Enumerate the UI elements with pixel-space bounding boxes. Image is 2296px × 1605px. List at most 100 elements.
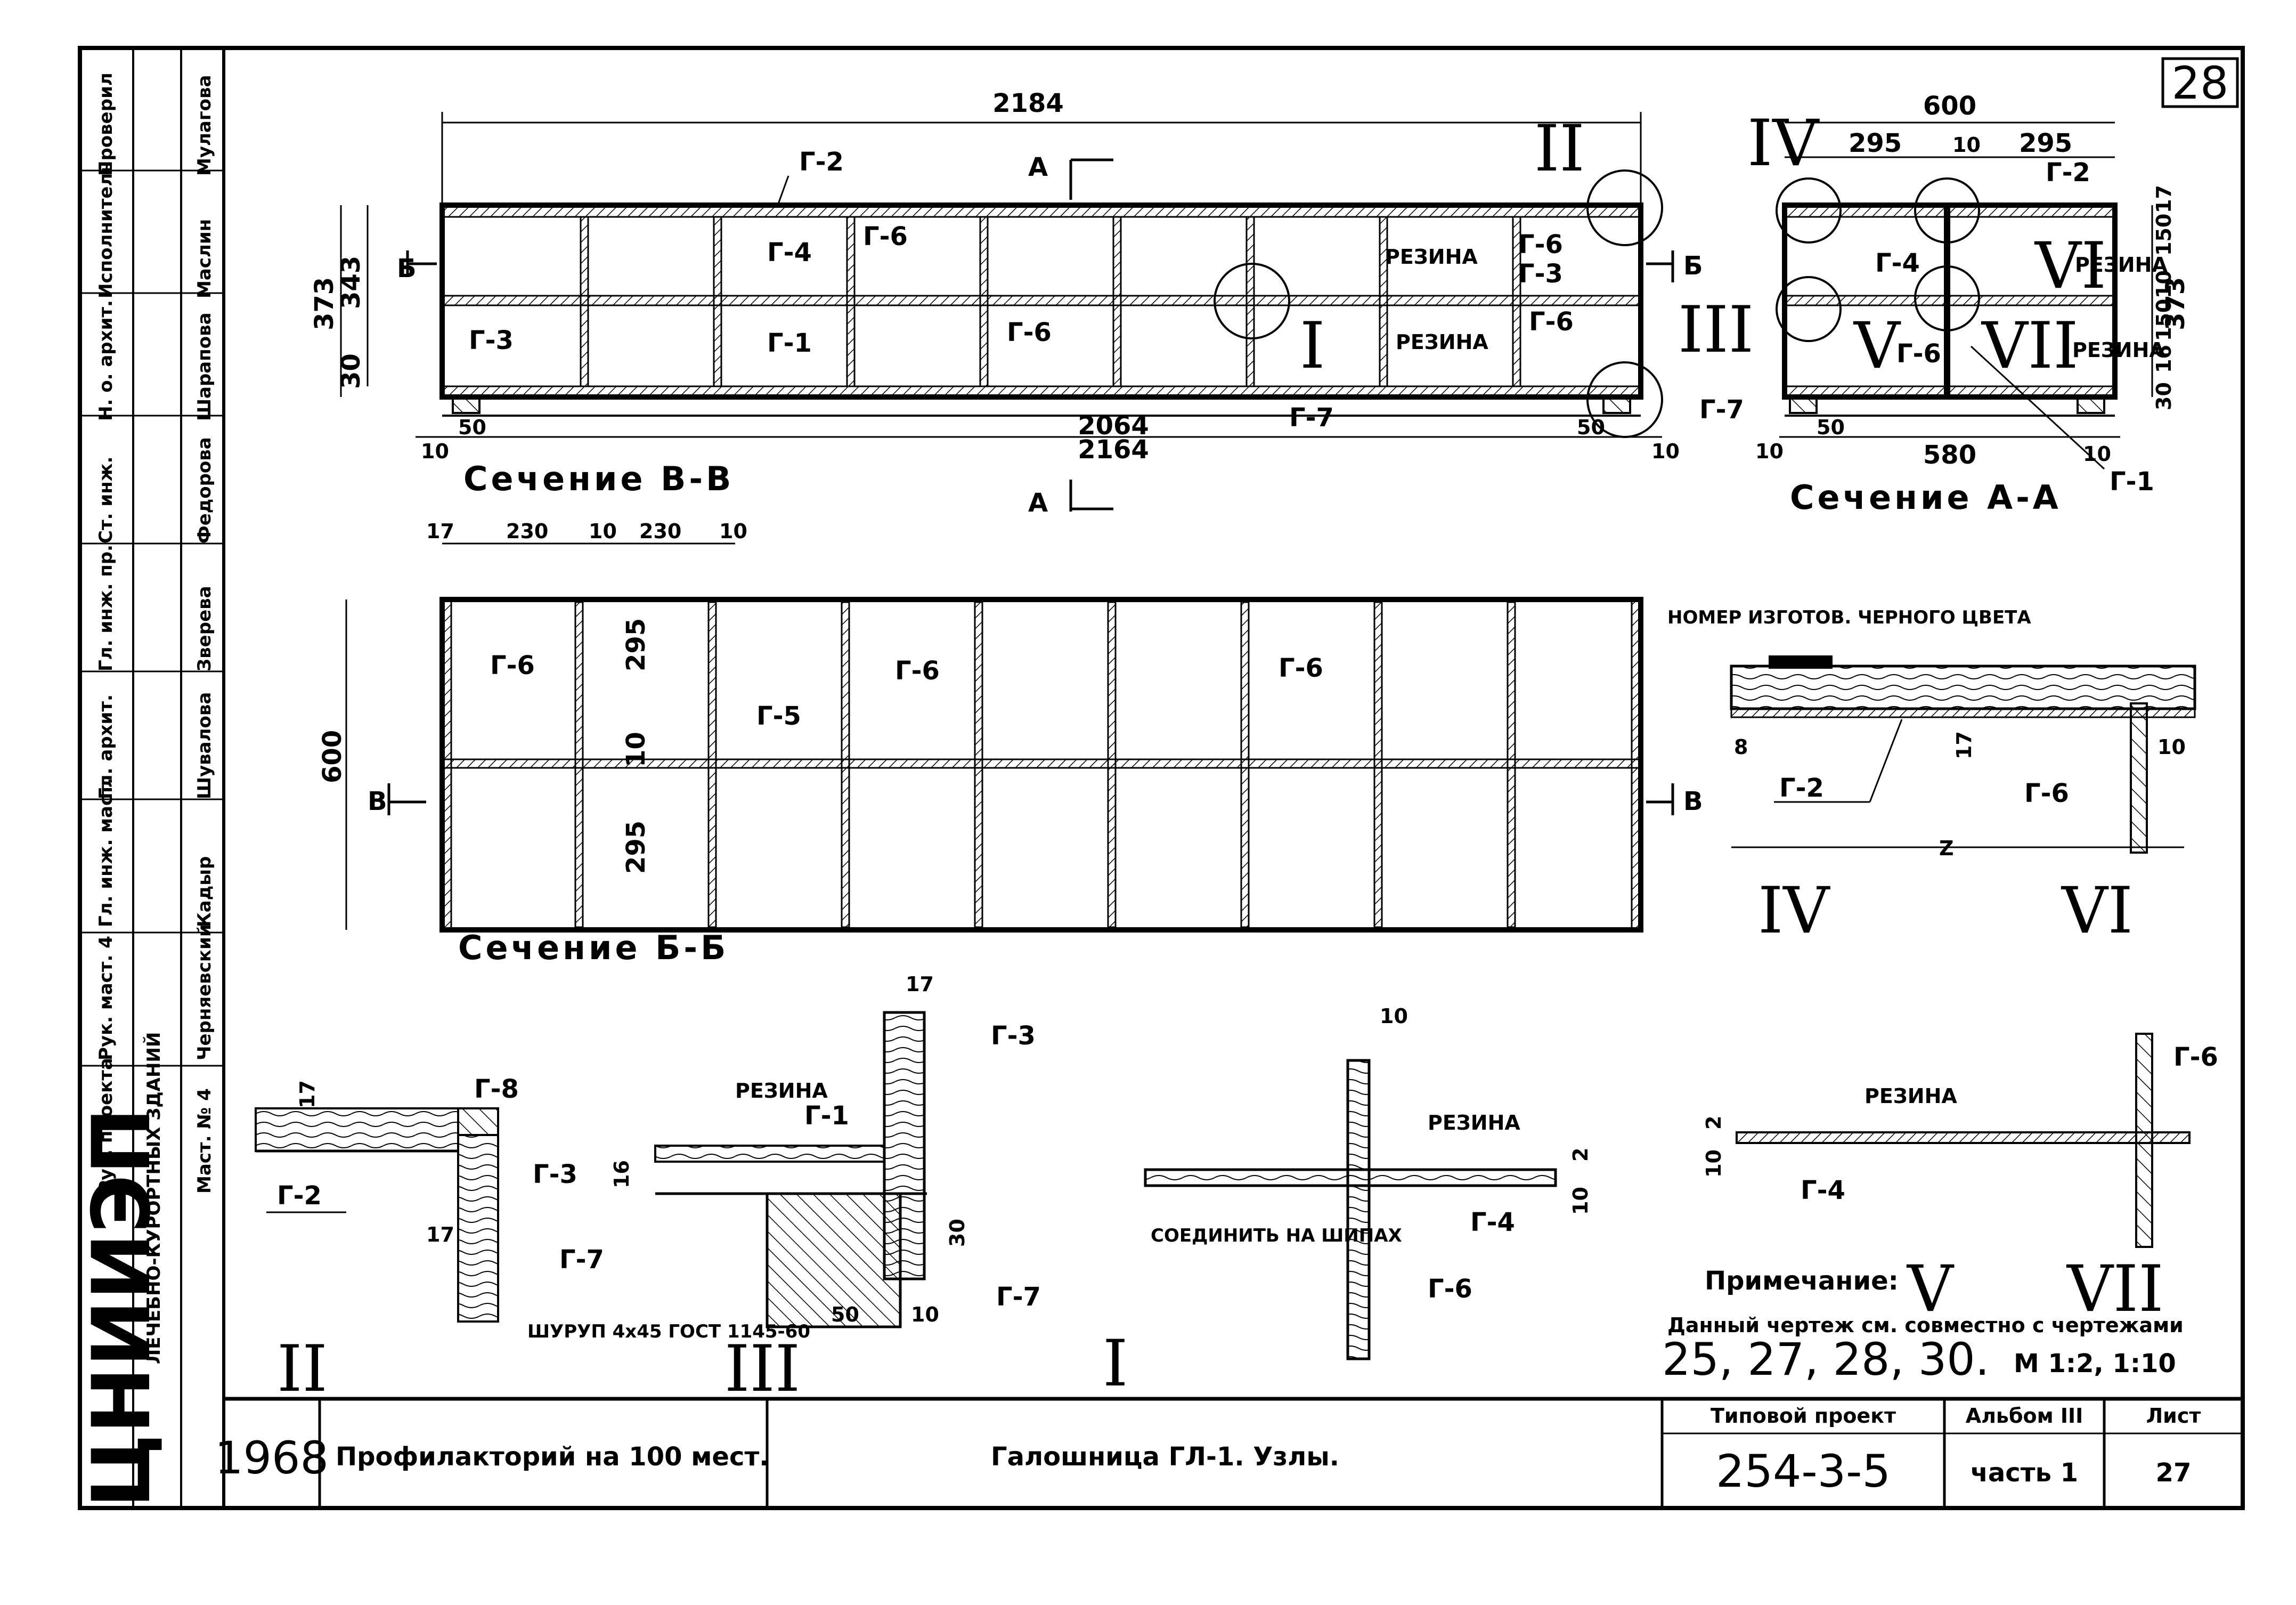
- stamp-name-6: Федорова: [194, 437, 215, 544]
- plan-top-dim-4: 230: [639, 520, 681, 543]
- detail-iii-g1: Г-1: [804, 1101, 849, 1131]
- plan-post-1: [574, 601, 584, 928]
- detail-node-i: I: [1103, 1327, 1128, 1401]
- detail-iv-g2: Г-2: [1779, 773, 1824, 803]
- bb-label-g6d: Г-6: [1529, 307, 1574, 337]
- detail-node-iv: IV: [1758, 874, 1830, 948]
- plan-vert-dim-3: 295: [621, 821, 651, 874]
- stamp-role-9: Проверил: [95, 72, 117, 176]
- bb-node-iii: III: [1678, 293, 1754, 367]
- detail-v-vii: РЕЗИНА Г-4 Г-6 2 10 V VII: [1702, 1033, 2218, 1326]
- plan-post-7: [1373, 601, 1383, 928]
- sheet-number: 28: [2172, 57, 2229, 109]
- bb-post-8: [1512, 216, 1521, 387]
- detail-i-join: СОЕДИНИТЬ НА ШИПАХ: [1151, 1225, 1402, 1246]
- stamp-role-1: Рук. проекта: [95, 1058, 117, 1194]
- sheet-frame: [78, 46, 2245, 1510]
- bb-pad-left: 50: [458, 416, 486, 439]
- aa-bottom: 580: [1923, 440, 1976, 470]
- detail-iii-rubber: РЕЗИНА: [735, 1079, 828, 1103]
- plan-vert-dim-1: 295: [621, 618, 651, 671]
- stamp-name-1: Маст. № 4: [194, 1088, 215, 1194]
- plan-post-6: [1240, 601, 1250, 928]
- detail-iii-g7a: Г-7: [559, 1245, 604, 1275]
- stamp-name-8: Маслин: [194, 219, 215, 298]
- plan-caption: Сечение Б-Б: [458, 928, 729, 967]
- detail-i-10b: 10: [1569, 1187, 1592, 1215]
- stamp-name-2: Черняевский: [194, 924, 215, 1060]
- aa-right-dim-5: 16: [2152, 345, 2176, 373]
- detail-iii-g7b: Г-7: [996, 1282, 1041, 1312]
- detail-v-2: 2: [1702, 1116, 1725, 1130]
- detail-i-2: 2: [1569, 1148, 1592, 1162]
- tb-type-label: Типовой проект: [1711, 1404, 1896, 1428]
- bb-label-g4: Г-4: [767, 238, 812, 268]
- section-aa: 600 295 10 295 580 50 10 10 171501015016…: [1699, 91, 2191, 517]
- bb-label-g6b: Г-6: [1007, 318, 1052, 347]
- bb-post-1: [580, 216, 589, 387]
- detail-ii-g2: Г-2: [277, 1181, 322, 1211]
- detail-vii-g6: Г-6: [2173, 1042, 2218, 1072]
- aa-label-g1: Г-1: [2110, 467, 2154, 497]
- plan-label-g6b: Г-6: [895, 656, 940, 686]
- tb-drawing: Галошница ГЛ-1. Узлы.: [991, 1442, 1339, 1472]
- bb-caption: Сечение В-В: [463, 459, 734, 498]
- detail-node-iii: III: [724, 1332, 800, 1406]
- stamp-org: ЛЕЧЕБНО-КУРОРТНЫХ ЗДАНИЙ: [143, 1032, 165, 1364]
- aa-node-vii: VII: [1981, 309, 2078, 383]
- stamp-role-4: Гл. архит.: [95, 694, 117, 799]
- section-bb: 2184 2064 2164 50 50 10 10 373 343 30 А …: [310, 88, 1754, 518]
- bb-end-right: 10: [1651, 440, 1680, 463]
- stamp-name-3: Кадыр: [194, 856, 215, 927]
- aa-end-left: 10: [1755, 440, 1784, 463]
- detail-iv-maker: НОМЕР ИЗГОТОВ. ЧЕРНОГО ЦВЕТА: [1667, 607, 2031, 628]
- detail-v-10: 10: [1702, 1149, 1725, 1178]
- detail-iv-dim17: 17: [1952, 731, 1976, 759]
- bb-post-3: [846, 216, 856, 387]
- plan-label-g6c: Г-6: [1279, 653, 1323, 683]
- detail-node-ii: II: [277, 1332, 328, 1406]
- plan-post-5: [1107, 601, 1117, 928]
- bb-end-left: 10: [421, 440, 449, 463]
- note-text: Данный чертеж см. совместно с чертежами: [1667, 1314, 2184, 1337]
- bb-post-7: [1379, 216, 1388, 387]
- stamp-column: Рук. проекта Маст. № 4 Рук. маст. 4 Черняев…: [76, 47, 224, 1508]
- plan-post-8: [1507, 601, 1516, 928]
- bb-post-6: [1245, 216, 1255, 387]
- detail-iii-dim17: 17: [906, 972, 934, 996]
- stamp-name-4: Шувалова: [194, 692, 215, 799]
- aa-half-left: 295: [1849, 128, 1902, 158]
- bb-label-g3: Г-3: [469, 326, 514, 355]
- tb-year: 1968: [215, 1432, 329, 1484]
- aa-label-rubber2: РЕЗИНА: [2072, 338, 2165, 362]
- bb-node-i: I: [1300, 309, 1325, 383]
- bb-inner2-dim: 2164: [1078, 435, 1149, 465]
- stamp-name-9: Мулагова: [194, 75, 215, 176]
- detail-i-dim10: 10: [1380, 1004, 1408, 1028]
- detail-ii-g8: Г-8: [474, 1074, 519, 1104]
- bb-height-upper: 343: [336, 256, 366, 309]
- plan-label-g6a: Г-6: [490, 651, 535, 680]
- aa-total: 373: [2161, 277, 2191, 330]
- bb-node-ii: II: [1534, 112, 1585, 186]
- plan-vert-dim-2: 10: [621, 732, 651, 767]
- detail-iii-16: 16: [610, 1160, 633, 1188]
- detail-node-v: V: [1906, 1252, 1955, 1326]
- detail-ii-17b: 17: [426, 1223, 454, 1246]
- plan-top-dim-1: 17: [426, 520, 454, 543]
- note-refs: 25, 27, 28, 30.: [1662, 1333, 1989, 1385]
- detail-iii-10: 10: [911, 1303, 939, 1326]
- tb-type-value: 254-3-5: [1716, 1445, 1891, 1497]
- note-title: Примечание:: [1705, 1266, 1899, 1296]
- bb-height-lower: 30: [336, 353, 366, 389]
- detail-iv-dim10: 10: [2157, 735, 2186, 759]
- bb-post-2: [713, 216, 722, 387]
- stamp-role-2: Рук. маст. 4: [95, 936, 117, 1060]
- bb-post-4: [979, 216, 989, 387]
- detail-v-rubber: РЕЗИНА: [1865, 1084, 1957, 1108]
- plan-post-3: [841, 601, 850, 928]
- tb-sheet-value: 27: [2156, 1458, 2192, 1488]
- detail-i-rubber: РЕЗИНА: [1428, 1111, 1520, 1134]
- bb-cut-b-right: Б: [1683, 251, 1703, 281]
